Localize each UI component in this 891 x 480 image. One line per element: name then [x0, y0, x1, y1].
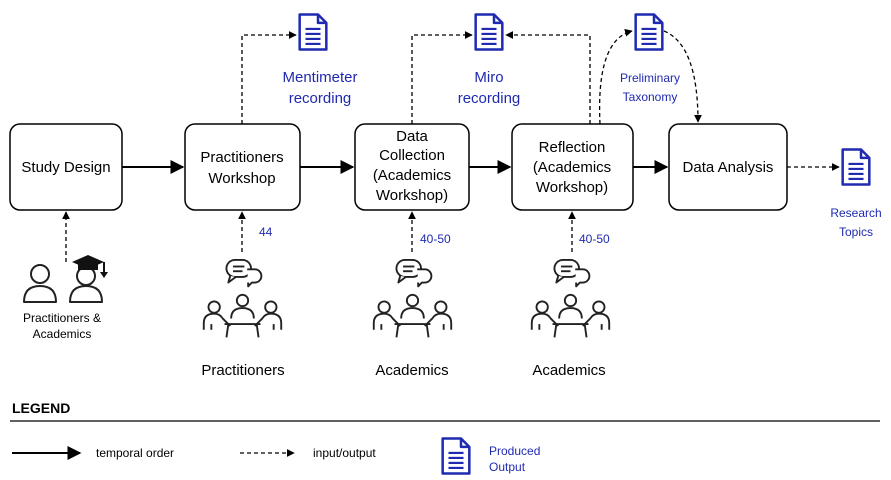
- taxonomy-label-line1: Preliminary: [620, 71, 680, 85]
- document-icon-taxonomy: [634, 13, 664, 51]
- academics-meeting-icon-1: [372, 258, 453, 339]
- practitioner-academic-icon: [23, 255, 108, 303]
- group-academics-label-1: Academics: [375, 362, 448, 379]
- legend-io-label: input/output: [313, 446, 376, 460]
- document-icon-research-topics: [841, 148, 871, 186]
- count-practitioners: 44: [259, 225, 273, 239]
- box-data-collection-line4: Workshop): [376, 187, 448, 204]
- practitioners-meeting-icon: [202, 258, 283, 339]
- arrow-practitioners-to-mentimeter: [241, 31, 297, 124]
- group-mixed-label-line1: Practitioners &: [23, 311, 101, 325]
- box-data-analysis: Data Analysis: [668, 123, 788, 211]
- legend-title: LEGEND: [12, 400, 70, 416]
- count-reflection: 40-50: [579, 232, 610, 246]
- box-study-design-label: Study Design: [21, 159, 110, 176]
- box-data-collection: Data Collection (Academics Workshop): [354, 123, 470, 211]
- mentimeter-label-line1: Mentimeter: [282, 69, 357, 86]
- group-mixed-label-line2: Academics: [33, 327, 92, 341]
- box-reflection: Reflection (Academics Workshop): [511, 123, 634, 211]
- box-data-analysis-label: Data Analysis: [683, 159, 774, 176]
- group-practitioners-label: Practitioners: [201, 362, 284, 379]
- mentimeter-label-line2: recording: [289, 90, 352, 107]
- legend-temporal-label: temporal order: [96, 446, 174, 460]
- taxonomy-label-line2: Taxonomy: [623, 90, 678, 104]
- box-data-collection-line1: Data: [396, 128, 428, 145]
- document-icon-mentimeter: [298, 13, 328, 51]
- box-reflection-line2: (Academics: [533, 159, 611, 176]
- research-topics-label-line1: Research: [830, 206, 881, 220]
- arrow-taxonomy-to-analysis: [663, 30, 702, 123]
- legend-produced-line1: Produced: [489, 444, 540, 458]
- document-icon-miro: [474, 13, 504, 51]
- box-data-collection-line2: Collection: [379, 147, 445, 164]
- miro-label-line1: Miro: [474, 69, 503, 86]
- group-academics-label-2: Academics: [532, 362, 605, 379]
- box-study-design: Study Design: [9, 123, 123, 211]
- arrow-reflection-to-miro: [505, 31, 591, 124]
- box-practitioners-workshop-line1: Practitioners: [200, 149, 283, 166]
- arrow-collection-to-miro: [411, 31, 473, 124]
- arrow-reflection-to-taxonomy: [598, 28, 633, 125]
- miro-label-line2: recording: [458, 90, 521, 107]
- box-data-collection-line3: (Academics: [373, 167, 451, 184]
- box-practitioners-workshop: Practitioners Workshop: [184, 123, 301, 211]
- legend-document-icon: [441, 437, 471, 475]
- box-reflection-line3: Workshop): [536, 179, 608, 196]
- academics-meeting-icon-2: [530, 258, 611, 339]
- research-topics-label-line2: Topics: [839, 225, 873, 239]
- box-reflection-line1: Reflection: [539, 139, 606, 156]
- legend-produced-line2: Output: [489, 460, 526, 474]
- box-practitioners-workshop-line2: Workshop: [208, 170, 275, 187]
- count-data-collection: 40-50: [420, 232, 451, 246]
